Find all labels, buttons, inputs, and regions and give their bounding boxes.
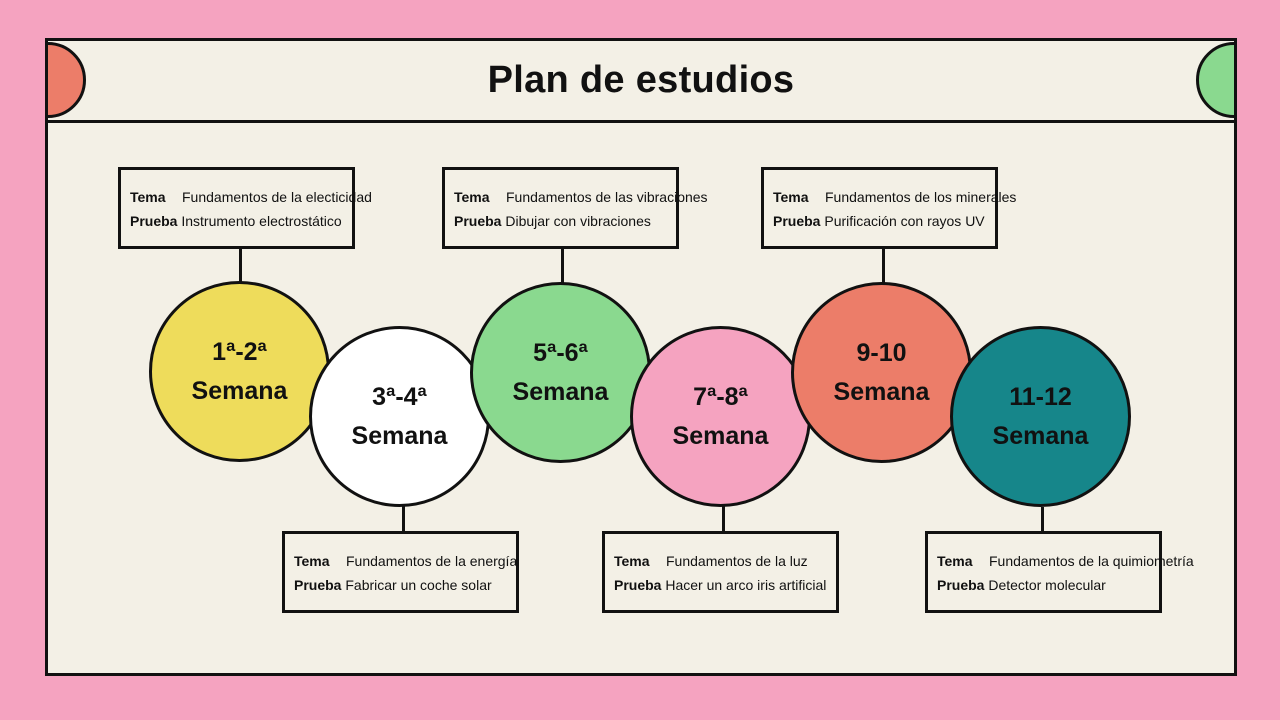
topic-value: Fundamentos de la quimiometría: [989, 553, 1194, 569]
info-box-week-11-12: Tema Fundamentos de la quimiometría Prueb…: [925, 531, 1194, 613]
test-key: Prueba: [294, 577, 342, 593]
topic-key: Tema: [773, 189, 809, 205]
topic-key: Tema: [937, 553, 973, 569]
header-bar: Plan de estudios: [48, 41, 1234, 123]
test-value: Fabricar un coche solar: [345, 577, 492, 593]
connector-3: [561, 247, 564, 283]
week-circle-3-4: 3ª-4ª Semana: [309, 326, 490, 507]
week-label: Semana: [512, 377, 609, 406]
topic-key: Tema: [294, 553, 330, 569]
test-key: Prueba: [614, 577, 662, 593]
test-value: Instrumento electrostático: [181, 213, 342, 229]
test-key: Prueba: [937, 577, 985, 593]
topic-value: Fundamentos de la energía: [346, 553, 518, 569]
topic-value: Fundamentos de la luz: [666, 553, 808, 569]
test-value: Detector molecular: [988, 577, 1106, 593]
week-range: 5ª-6ª: [533, 338, 588, 367]
week-circle-1-2: 1ª-2ª Semana: [149, 281, 330, 462]
week-range: 7ª-8ª: [693, 382, 748, 411]
test-value: Dibujar con vibraciones: [505, 213, 651, 229]
week-label: Semana: [191, 376, 288, 405]
topic-key: Tema: [130, 189, 166, 205]
week-range: 11-12: [1009, 382, 1072, 411]
week-label: Semana: [833, 377, 930, 406]
week-label: Semana: [351, 421, 448, 450]
connector-6: [1041, 507, 1044, 534]
test-value: Purificación con rayos UV: [824, 213, 985, 229]
info-box-week-7-8: Tema Fundamentos de la luz Prueba Hacer u…: [602, 531, 839, 613]
topic-key: Tema: [454, 189, 490, 205]
week-range: 3ª-4ª: [372, 382, 427, 411]
week-circle-11-12: 11-12 Semana: [950, 326, 1131, 507]
test-key: Prueba: [454, 213, 502, 229]
topic-key: Tema: [614, 553, 650, 569]
test-value: Hacer un arco iris artificial: [665, 577, 827, 593]
topic-value: Fundamentos de los minerales: [825, 189, 1017, 205]
info-box-week-1-2: Tema Fundamentos de la electicidad Prueba…: [118, 167, 372, 249]
week-circle-7-8: 7ª-8ª Semana: [630, 326, 811, 507]
week-circle-9-10: 9-10 Semana: [791, 282, 972, 463]
test-key: Prueba: [773, 213, 821, 229]
info-box-week-5-6: Tema Fundamentos de las vibraciones Prueb…: [442, 167, 708, 249]
week-label: Semana: [672, 421, 769, 450]
test-key: Prueba: [130, 213, 178, 229]
week-range: 9-10: [856, 338, 907, 367]
connector-1: [239, 247, 242, 283]
week-label: Semana: [992, 421, 1089, 450]
connector-2: [402, 504, 405, 534]
topic-value: Fundamentos de la electicidad: [182, 189, 372, 205]
topic-value: Fundamentos de las vibraciones: [506, 189, 708, 205]
info-box-week-3-4: Tema Fundamentos de la energía Prueba Fab…: [282, 531, 519, 613]
week-circle-5-6: 5ª-6ª Semana: [470, 282, 651, 463]
connector-5: [882, 247, 885, 283]
week-range: 1ª-2ª: [212, 337, 267, 366]
connector-4: [722, 504, 725, 534]
page-title: Plan de estudios: [487, 59, 795, 101]
